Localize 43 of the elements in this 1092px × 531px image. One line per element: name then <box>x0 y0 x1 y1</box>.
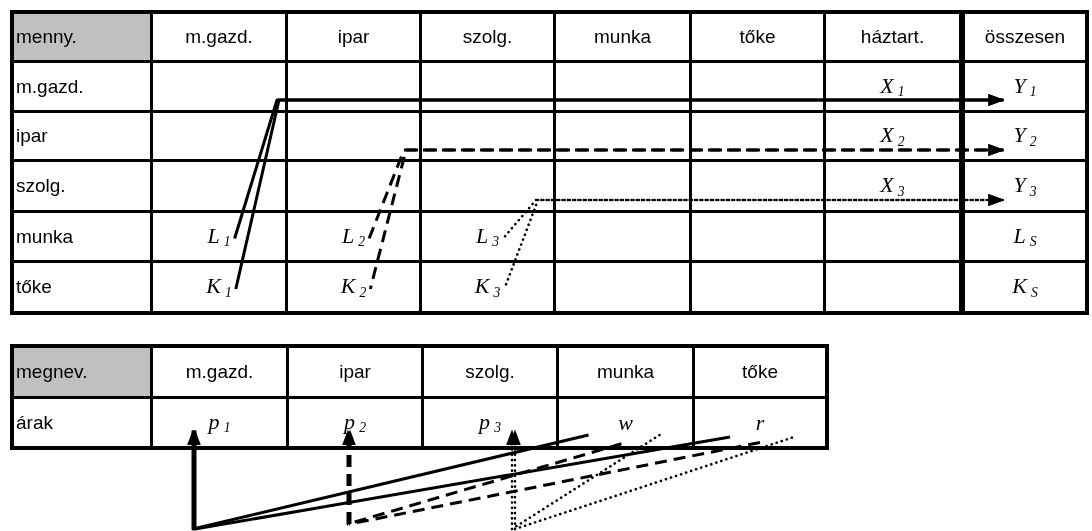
cell-value: K$_{S}$ <box>965 263 1085 311</box>
column-header: m.gazd. <box>153 14 285 60</box>
column-header: menny. <box>14 14 150 60</box>
variable-symbol: K$_{1}$ <box>206 274 232 300</box>
variable-symbol: L$_{3}$ <box>475 223 500 250</box>
flow-arrow <box>368 144 1005 290</box>
column-header: megnev. <box>14 348 150 396</box>
row-header: szolg. <box>14 162 150 210</box>
row-header: tőke <box>14 263 150 311</box>
row-header: munka <box>14 213 150 260</box>
column-header: szolg. <box>424 348 556 396</box>
flow-arrow <box>234 94 1005 290</box>
cell-value: X$_{1}$ <box>826 63 959 110</box>
row-header: ipar <box>14 113 150 159</box>
variable-symbol: L$_{1}$ <box>207 223 231 250</box>
variable-symbol: K$_{2}$ <box>340 274 367 300</box>
column-header: szolg. <box>422 14 553 60</box>
cell-value: L$_{S}$ <box>965 213 1085 260</box>
variable-symbol: Y$_{3}$ <box>1013 173 1037 199</box>
variable-symbol: L$_{2}$ <box>341 223 366 250</box>
variable-symbol: p$_{3}$ <box>479 409 501 436</box>
row-header: árak <box>14 399 150 446</box>
column-header: munka <box>559 348 692 396</box>
variable-symbol: r <box>755 410 765 435</box>
column-header: ipar <box>288 14 419 60</box>
column-header: összesen <box>965 14 1085 60</box>
variable-symbol: p$_{1}$ <box>208 409 231 436</box>
variable-symbol: Y$_{2}$ <box>1013 123 1037 149</box>
column-header: m.gazd. <box>153 348 286 396</box>
cell-value: X$_{2}$ <box>826 113 959 159</box>
column-header: munka <box>556 14 689 60</box>
variable-symbol: p$_{2}$ <box>344 409 366 436</box>
column-header: háztart. <box>826 14 959 60</box>
column-header: ipar <box>289 348 421 396</box>
variable-symbol: Y$_{1}$ <box>1013 73 1037 100</box>
cell-value: X$_{3}$ <box>826 162 959 210</box>
column-header: tőke <box>695 348 825 396</box>
variable-symbol: K$_{3}$ <box>474 274 501 300</box>
column-header: tőke <box>692 14 823 60</box>
variable-symbol: w <box>618 410 633 435</box>
flow-arrow <box>506 429 661 531</box>
flow-arrow <box>187 429 589 531</box>
row-header: m.gazd. <box>14 63 150 110</box>
